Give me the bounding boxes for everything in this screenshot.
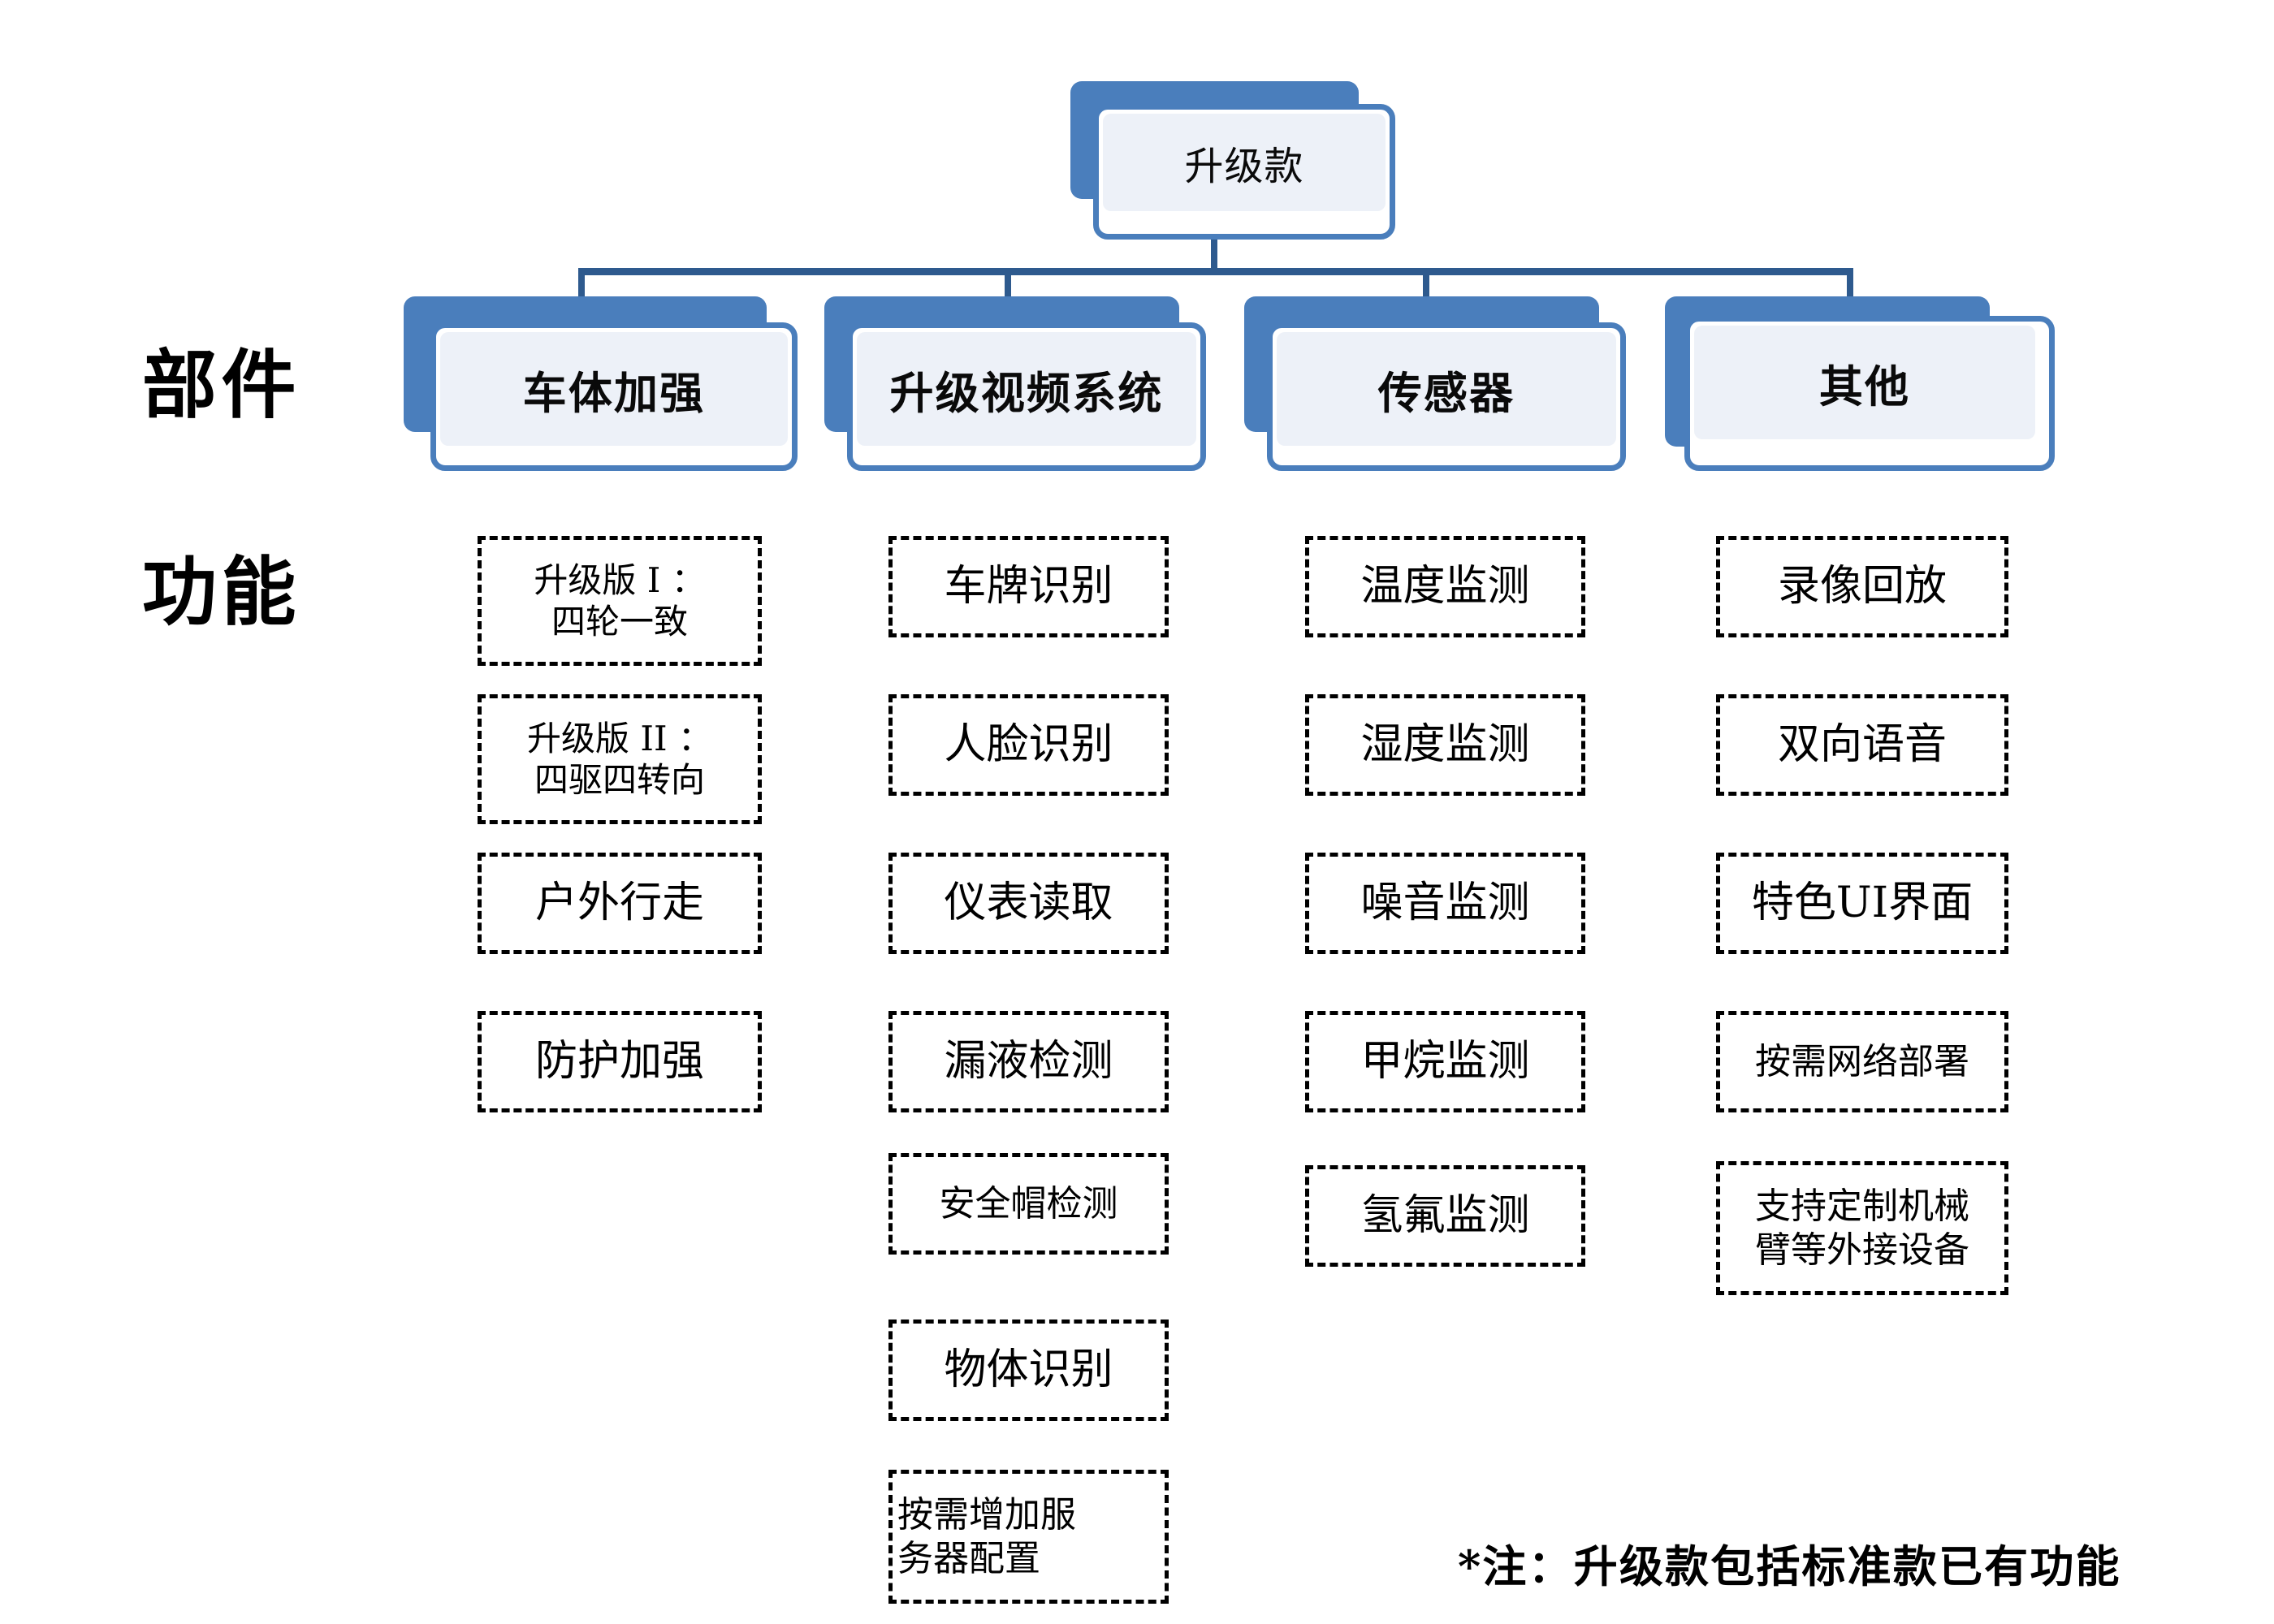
node-upgraded-video-system[interactable]: 升级视频系统	[824, 296, 1206, 471]
function-box[interactable]: 氢氟监测	[1305, 1165, 1585, 1267]
function-box[interactable]: 按需网络部署	[1716, 1011, 2008, 1112]
node-root[interactable]: 升级款	[1070, 81, 1395, 240]
node-body-reinforcement-inner: 车体加强	[440, 332, 788, 446]
node-root-inner: 升级款	[1103, 114, 1386, 211]
row-label-components: 部件	[142, 341, 301, 429]
function-box[interactable]: 噪音监测	[1305, 853, 1585, 954]
function-box[interactable]: 湿度监测	[1305, 694, 1585, 796]
function-box[interactable]: 防护加强	[478, 1011, 762, 1112]
function-box[interactable]: 车牌识别	[888, 536, 1169, 637]
node-sensors-inner: 传感器	[1277, 332, 1616, 446]
connector-drop-1	[578, 268, 585, 302]
function-box[interactable]: 升级版 I ： 四轮一致	[478, 536, 762, 666]
node-others[interactable]: 其他	[1665, 296, 2055, 471]
connector-horizontal-bus	[578, 268, 1853, 275]
function-box[interactable]: 物体识别	[888, 1320, 1169, 1421]
node-body-reinforcement-label: 车体加强	[522, 366, 706, 419]
function-box[interactable]: 录像回放	[1716, 536, 2008, 637]
function-box[interactable]: 特色UI界面	[1716, 853, 2008, 954]
function-box[interactable]: 仪表读取	[888, 853, 1169, 954]
node-body-reinforcement[interactable]: 车体加强	[404, 296, 798, 471]
node-sensors-label: 传感器	[1377, 366, 1515, 419]
function-box[interactable]: 户外行走	[478, 853, 762, 954]
node-sensors[interactable]: 传感器	[1244, 296, 1626, 471]
node-upgraded-video-system-label: 升级视频系统	[889, 366, 1164, 419]
connector-root-stem	[1211, 235, 1217, 274]
function-box[interactable]: 支持定制机械 臂等外接设备	[1716, 1161, 2008, 1295]
connector-drop-4	[1847, 268, 1853, 302]
function-box[interactable]: 升级版 II ： 四驱四转向	[478, 694, 762, 824]
function-box[interactable]: 按需增加服 务器配置	[888, 1470, 1169, 1604]
function-box[interactable]: 双向语音	[1716, 694, 2008, 796]
function-box[interactable]: 人脸识别	[888, 694, 1169, 796]
connector-drop-2	[1005, 268, 1011, 302]
function-box[interactable]: 漏液检测	[888, 1011, 1169, 1112]
node-others-label: 其他	[1818, 360, 1911, 412]
function-box[interactable]: 甲烷监测	[1305, 1011, 1585, 1112]
row-label-functions: 功能	[142, 548, 301, 636]
node-upgraded-video-system-inner: 升级视频系统	[857, 332, 1196, 446]
node-others-inner: 其他	[1694, 326, 2035, 439]
node-root-label: 升级款	[1184, 144, 1304, 189]
connector-drop-3	[1423, 268, 1429, 302]
footnote: *注：升级款包括标准款已有功能	[1458, 1540, 2121, 1592]
function-box[interactable]: 安全帽检测	[888, 1153, 1169, 1255]
function-box[interactable]: 温度监测	[1305, 536, 1585, 637]
